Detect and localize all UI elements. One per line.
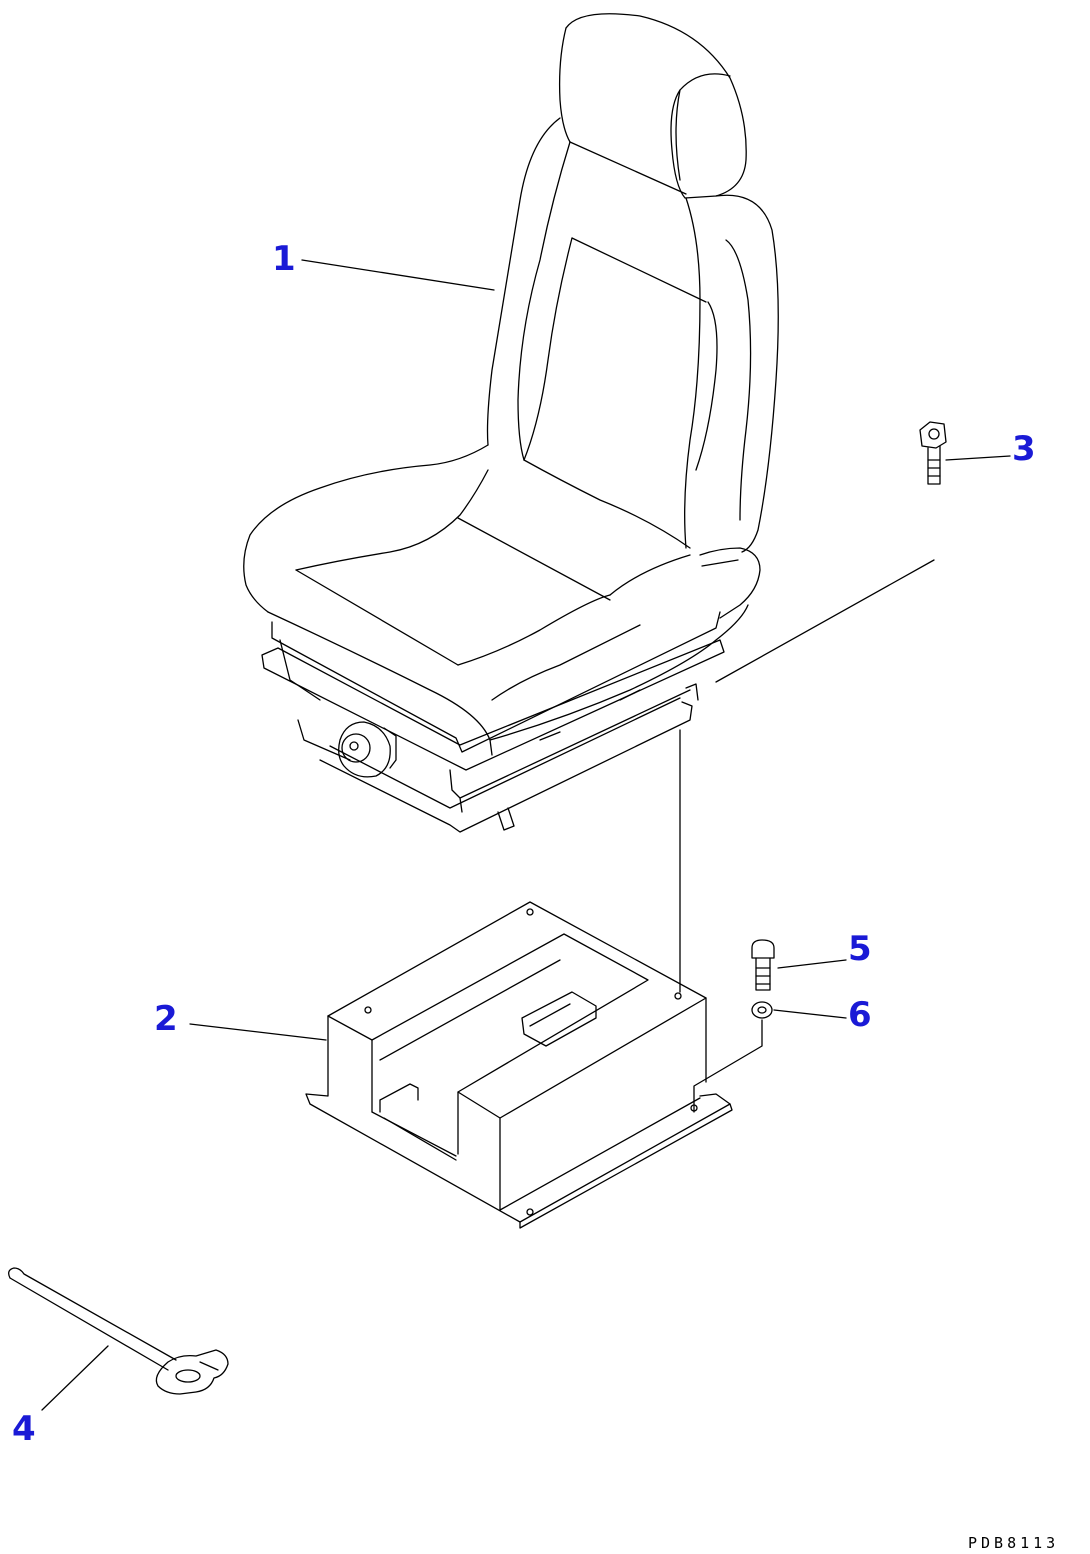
leader-line-1: [301, 259, 495, 291]
leader-line-3: [945, 455, 1011, 461]
callout-5: 5: [848, 929, 872, 969]
callout-1: 1: [272, 239, 296, 279]
washer-part-6[interactable]: [751, 1001, 773, 1019]
seat-bracket[interactable]: [305, 901, 733, 1229]
drawing-reference: PDB8113: [968, 1534, 1059, 1552]
guide-line-bolt: [693, 1019, 763, 1113]
lever-part-4[interactable]: [8, 1267, 229, 1395]
callout-6: 6: [848, 995, 872, 1035]
callout-4: 4: [12, 1409, 36, 1449]
seat-adjust-knob[interactable]: [338, 721, 391, 778]
callout-2: 2: [154, 999, 178, 1039]
callout-3: 3: [1012, 429, 1036, 469]
leader-line-2: [189, 1023, 327, 1041]
leader-line-6: [773, 1009, 847, 1019]
leader-line-4: [41, 1345, 109, 1411]
guide-line-seat: [715, 559, 935, 683]
seat-headrest: [565, 13, 747, 199]
seat-assembly[interactable]: [243, 13, 779, 833]
seat-backrest: [486, 117, 561, 446]
bolt-part-3[interactable]: [919, 421, 947, 485]
seat-cushion: [243, 444, 489, 613]
leader-line-5: [777, 959, 847, 969]
bolt-part-5[interactable]: [751, 939, 775, 991]
